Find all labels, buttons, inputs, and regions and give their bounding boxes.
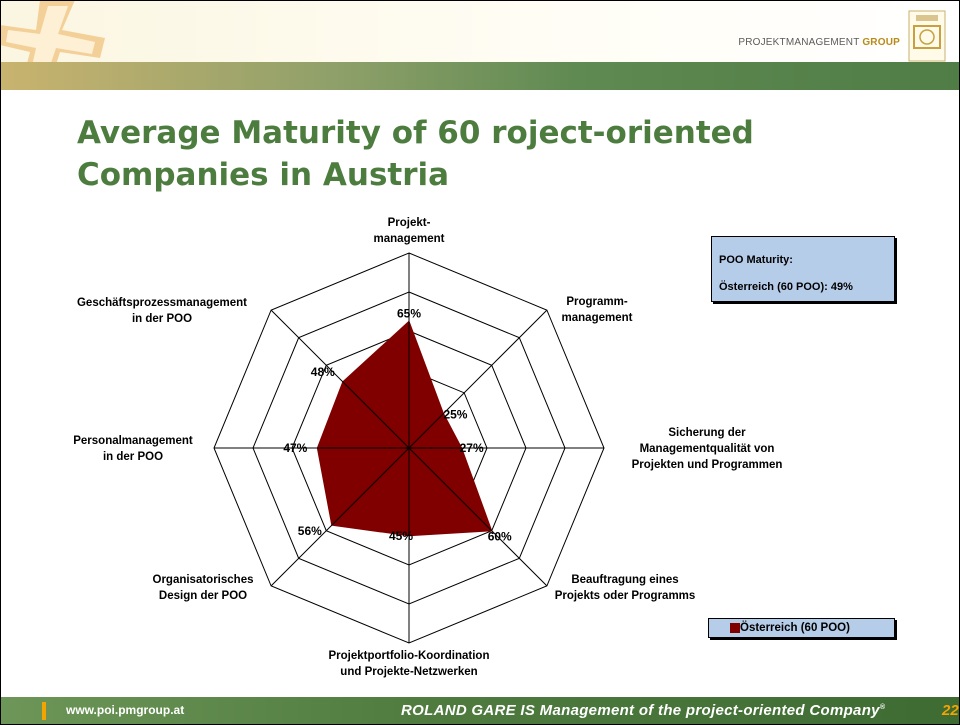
category-label-2: Programm-management xyxy=(562,296,633,324)
maturity-title: POO Maturity: xyxy=(719,254,793,266)
series-area xyxy=(316,320,493,537)
chart-legend: Österreich (60 POO) xyxy=(708,618,895,638)
spoke-4 xyxy=(408,447,548,587)
spoke-6 xyxy=(270,447,410,587)
data-label-7: 47% xyxy=(283,441,307,455)
data-label-8: 48% xyxy=(311,365,335,379)
legend-swatch xyxy=(730,623,740,633)
footer-bar: www.poi.pmgroup.at ROLAND GARE IS Manage… xyxy=(0,697,960,725)
slide-title: Average Maturity of 60 roject-oriented C… xyxy=(77,115,754,193)
spoke-2 xyxy=(408,309,548,449)
brand-text: PROJEKTMANAGEMENT GROUP xyxy=(738,37,900,48)
maturity-summary-box: POO Maturity: Österreich (60 POO): 49% xyxy=(711,236,895,302)
page-number: 22 xyxy=(942,702,959,719)
footer-caption: ROLAND GARE IS Management of the project… xyxy=(401,702,886,719)
data-label-4: 60% xyxy=(488,530,512,544)
legend-label: Österreich (60 POO) xyxy=(740,622,850,634)
university-seal-icon xyxy=(908,10,946,62)
data-label-6: 56% xyxy=(298,524,322,538)
maturity-value: Österreich (60 POO): 49% xyxy=(719,281,853,293)
footer-accent xyxy=(42,702,46,720)
footer-url[interactable]: www.poi.pmgroup.at xyxy=(66,703,185,717)
header-band: PROJEKTMANAGEMENT GROUP xyxy=(0,0,960,90)
data-label-3: 27% xyxy=(460,441,484,455)
category-label-1: Projekt-management xyxy=(374,217,445,245)
header-stripe xyxy=(0,62,960,90)
data-label-2: 25% xyxy=(443,408,467,422)
data-label-1: 65% xyxy=(397,306,421,320)
spoke-8 xyxy=(270,309,410,449)
data-label-5: 45% xyxy=(389,529,413,543)
